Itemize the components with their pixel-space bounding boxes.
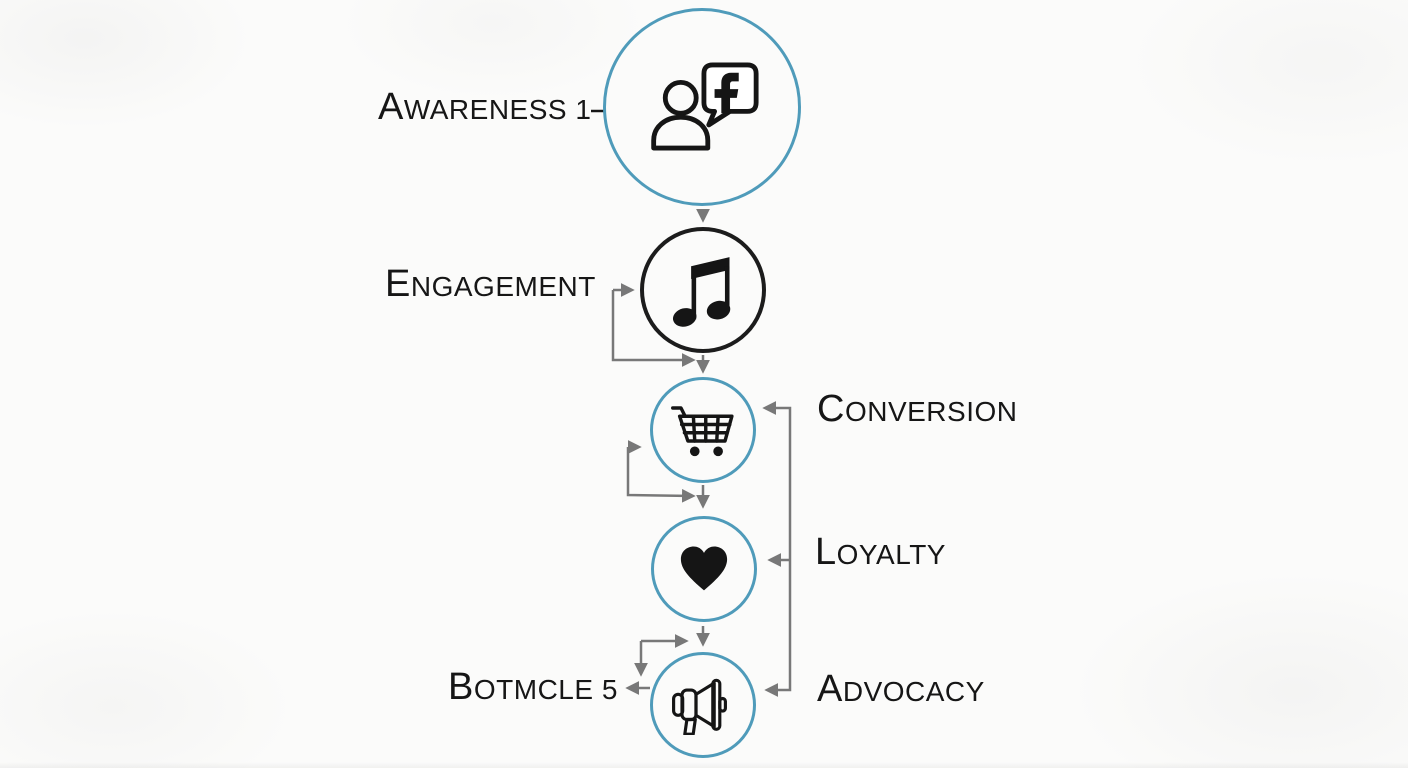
label-conversion: Conversion — [817, 388, 1018, 430]
loop-engagement-down — [611, 290, 696, 367]
music-note-icon — [672, 257, 731, 327]
loop-conversion-down — [626, 447, 696, 503]
megaphone-icon — [672, 678, 727, 735]
label-botmcle: Botmcle 5 — [448, 666, 618, 708]
label-loyalty: Loyalty — [815, 531, 946, 573]
heart-icon — [680, 546, 728, 591]
person-facebook-icon — [651, 62, 759, 151]
shopping-cart-icon — [671, 406, 734, 457]
label-awareness: Awareness 1 — [378, 86, 592, 128]
node-loyalty — [651, 516, 757, 622]
node-advocacy — [650, 652, 756, 758]
node-engagement — [640, 227, 766, 353]
node-awareness — [603, 8, 801, 206]
label-advocacy: Advocacy — [817, 668, 985, 710]
feedback-line-right — [762, 401, 792, 697]
node-conversion — [650, 377, 756, 483]
label-engagement: Engagement — [385, 263, 596, 305]
